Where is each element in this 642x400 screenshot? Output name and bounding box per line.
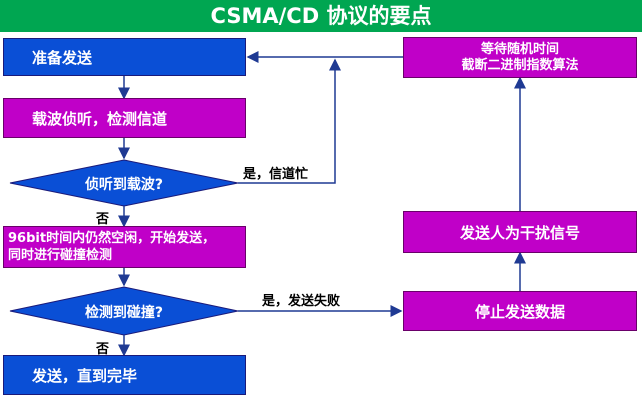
node-wait-random-line2: 截断二进制指数算法	[461, 57, 579, 73]
node-idle-96bit: 96bit时间内仍然空闲，开始发送， 同时进行碰撞检测	[3, 226, 246, 268]
node-prepare-send-label: 准备发送	[32, 48, 93, 67]
node-jam-signal-label: 发送人为干扰信号	[459, 223, 580, 242]
edge-label-yes-fail: 是，发送失败	[262, 294, 341, 309]
node-sense-carrier-q: 侦听到载波?	[84, 177, 164, 193]
node-wait-random-line1: 等待随机时间	[480, 41, 559, 57]
node-stop-sending-label: 停止发送数据	[474, 302, 565, 321]
node-carrier-sense-label: 载波侦听，检测信道	[32, 109, 168, 128]
node-send-until-done: 发送，直到完毕	[3, 355, 246, 395]
page-title: CSMA/CD 协议的要点	[0, 0, 642, 32]
node-detect-collision-q: 检测到碰撞?	[84, 305, 164, 321]
node-wait-random: 等待随机时间 截断二进制指数算法	[403, 37, 637, 78]
arrow-busy-loop	[238, 58, 341, 184]
node-carrier-sense: 载波侦听，检测信道	[3, 98, 246, 138]
node-send-until-done-label: 发送，直到完毕	[32, 366, 138, 385]
node-prepare-send: 准备发送	[3, 38, 246, 76]
edge-label-no-2: 否	[96, 342, 110, 357]
node-idle-96bit-line1: 96bit时间内仍然空闲，开始发送，	[8, 231, 216, 246]
node-jam-signal: 发送人为干扰信号	[403, 211, 637, 253]
node-stop-sending: 停止发送数据	[403, 291, 637, 331]
edge-label-no-1: 否	[96, 212, 110, 227]
node-idle-96bit-line2: 同时进行碰撞检测	[8, 248, 113, 263]
edge-label-yes-busy: 是，信道忙	[243, 167, 309, 182]
